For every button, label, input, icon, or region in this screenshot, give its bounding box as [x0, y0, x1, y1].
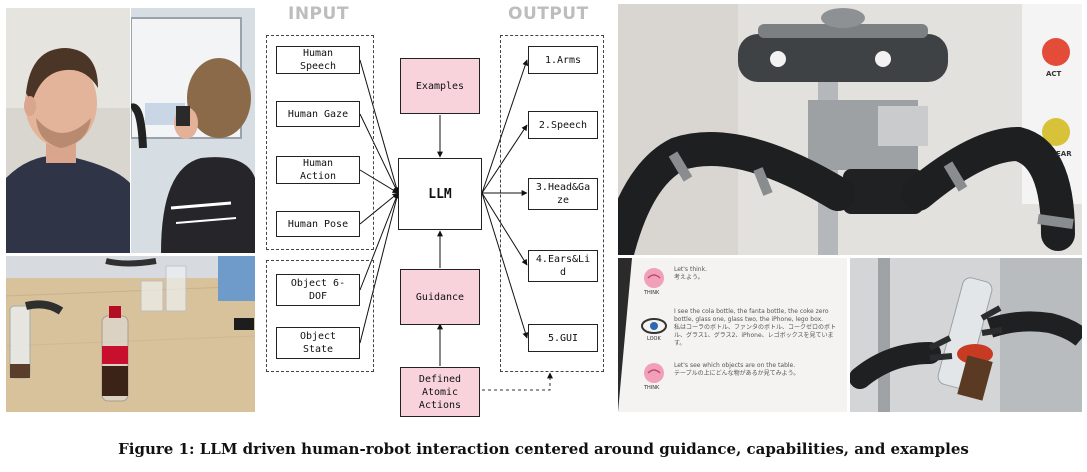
- input-object-state: Object State: [276, 327, 360, 359]
- atomic-actions-box: Defined Atomic Actions: [400, 367, 480, 417]
- gui-line-1-en: Let's think.: [674, 266, 707, 273]
- output-ears-lid: 4.Ears&Li d: [528, 250, 598, 282]
- input-heading: INPUT: [288, 4, 349, 24]
- figure-caption: Figure 1: LLM driven human-robot interac…: [118, 440, 969, 458]
- gui-think-label-2: THINK: [644, 385, 660, 391]
- llm-box: LLM: [398, 158, 482, 230]
- photo-gui-screen: THINK LOOK THINK Let's think. 考えよう。 I se…: [618, 258, 847, 412]
- photo-robot-head: ACT EAR: [618, 4, 1082, 255]
- gui-look-label: LOOK: [647, 336, 661, 342]
- gui-line-3: Let's see which objects are on the table…: [674, 362, 844, 378]
- photo-human-action-tablet: [131, 8, 255, 253]
- input-object-6dof: Object 6- DOF: [276, 274, 360, 306]
- guidance-box: Guidance: [400, 269, 480, 325]
- output-head-gaze: 3.Head&Ga ze: [528, 178, 598, 210]
- object-input-group: [266, 260, 374, 372]
- photo-table-objects: [6, 256, 255, 412]
- gui-line-1: Let's think. 考えよう。: [674, 266, 844, 282]
- gui-line-3-en: Let's see which objects are on the table…: [674, 362, 796, 369]
- examples-box: Examples: [400, 58, 480, 114]
- photo-robot-grasp: [850, 258, 1082, 412]
- gui-line-2: I see the cola bottle, the fanta bottle,…: [674, 308, 844, 348]
- input-human-gaze: Human Gaze: [276, 101, 360, 127]
- output-arms: 1.Arms: [528, 46, 598, 74]
- input-human-speech: Human Speech: [276, 46, 360, 74]
- gui-line-3-ja: テーブルの上にどんな物があるか見てみよう。: [674, 370, 800, 377]
- gui-think-label-1: THINK: [644, 290, 660, 296]
- wall-panel-act-label: ACT: [1046, 70, 1062, 78]
- output-group: [500, 35, 604, 372]
- photo-human-gaze-left: [6, 8, 130, 253]
- input-human-pose: Human Pose: [276, 211, 360, 237]
- output-heading: OUTPUT: [508, 4, 589, 24]
- output-gui: 5.GUI: [528, 324, 598, 352]
- gui-line-1-ja: 考えよう。: [674, 274, 704, 281]
- gui-line-2-ja: 私はコーラのボトル、ファンタのボトル、コークゼロのボトル、グラス1、グラス2、i…: [674, 324, 837, 347]
- gui-line-2-en: I see the cola bottle, the fanta bottle,…: [674, 308, 829, 323]
- architecture-diagram: INPUT OUTPUT Human Speech Human Gaze Hum…: [260, 0, 616, 420]
- input-human-action: Human Action: [276, 156, 360, 184]
- human-input-group: [266, 35, 374, 250]
- wall-panel-ear-label: EAR: [1056, 150, 1072, 158]
- output-speech: 2.Speech: [528, 111, 598, 139]
